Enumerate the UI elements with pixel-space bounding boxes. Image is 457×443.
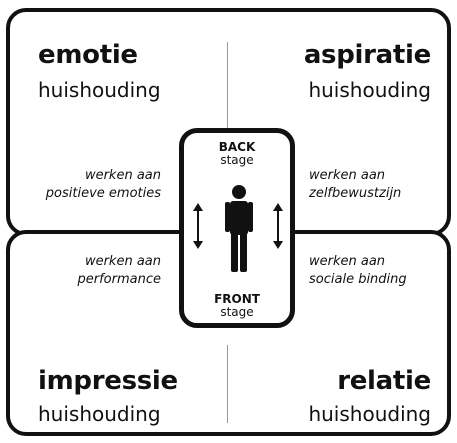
note-line: zelfbewustzijn (309, 186, 402, 201)
quadrant-title-relatie: relatie (337, 366, 431, 396)
note-line: werken aan (309, 254, 386, 269)
quadrant-title-emotie: emotie (38, 40, 138, 70)
person-icon (225, 185, 253, 272)
frontstage-label: FRONT stage (184, 293, 290, 319)
quadrant-subtitle-relatie: huishouding (308, 402, 431, 426)
note-sociale-binding: werken aan sociale binding (309, 253, 449, 289)
backstage-subtitle: stage (220, 153, 254, 167)
stage-box: BACK stage FRONT stage (179, 128, 295, 328)
bottom-divider-line (227, 345, 228, 423)
frontstage-subtitle: stage (220, 305, 254, 319)
quadrant-title-impressie: impressie (38, 366, 178, 396)
note-line: werken aan (309, 168, 386, 183)
double-arrow-vertical-icon (193, 203, 203, 249)
quadrant-title-aspiratie: aspiratie (303, 40, 431, 70)
quadrant-subtitle-impressie: huishouding (38, 402, 161, 426)
quadrant-subtitle-aspiratie: huishouding (308, 78, 431, 102)
quadrant-subtitle-emotie: huishouding (38, 78, 161, 102)
note-positieve-emoties: werken aan positieve emoties (1, 167, 161, 203)
backstage-title: BACK (218, 140, 256, 154)
double-arrow-vertical-icon (273, 203, 283, 249)
backstage-label: BACK stage (184, 141, 290, 167)
note-performance: werken aan performance (1, 253, 161, 289)
note-line: werken aan (84, 254, 161, 269)
note-line: werken aan (84, 168, 161, 183)
top-divider-line (227, 42, 228, 138)
note-line: sociale binding (309, 272, 407, 287)
note-line: performance (77, 272, 161, 287)
frontstage-title: FRONT (214, 292, 260, 306)
note-zelfbewustzijn: werken aan zelfbewustzijn (309, 167, 449, 203)
note-line: positieve emoties (45, 186, 161, 201)
